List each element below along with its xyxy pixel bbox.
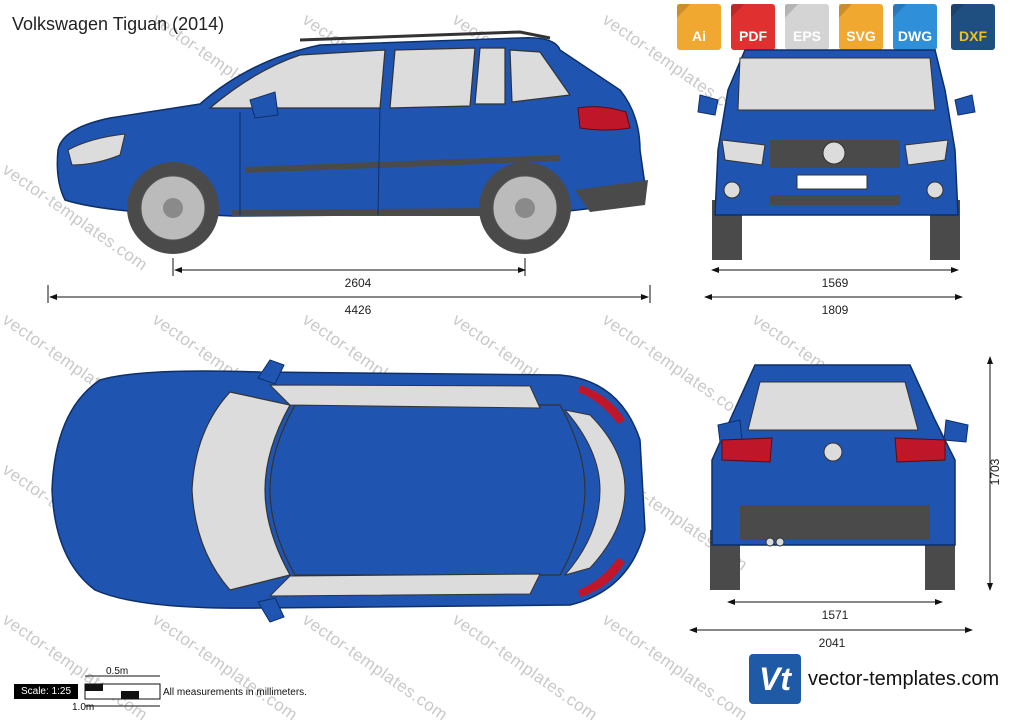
file-icon (839, 4, 883, 50)
file-icon (893, 4, 937, 50)
scale-half-meter: 0.5m (106, 666, 129, 677)
format-label: DXF (959, 28, 987, 44)
file-icon (785, 4, 829, 50)
top-view (51, 359, 646, 623)
measurement-note: All measurements in millimeters. (163, 687, 307, 698)
page-title: Volkswagen Tiguan (2014) (12, 14, 225, 34)
format-label: PDF (739, 28, 767, 44)
scale-label: Scale: 1:25 (14, 684, 78, 699)
format-label: EPS (792, 28, 821, 44)
scale-bar (84, 675, 161, 707)
site-logo-text[interactable]: vector-templates.com (808, 668, 1000, 690)
dimension-length: 4426 (344, 303, 372, 317)
dimension-width-mirrors: 2041 (818, 636, 846, 650)
format-label: DWG (897, 28, 933, 44)
format-dxf-badge[interactable]: DXF (951, 4, 995, 50)
format-dwg-badge[interactable]: DWG (893, 4, 937, 50)
format-svg-badge[interactable]: SVG (839, 4, 883, 50)
dimension-rear-track: 1571 (821, 608, 849, 622)
file-icon (677, 4, 721, 50)
format-pdf-badge[interactable]: PDF (731, 4, 775, 50)
dimension-width: 1809 (821, 303, 849, 317)
file-icon (951, 4, 995, 50)
dimension-wheelbase: 2604 (344, 276, 372, 290)
front-view (697, 49, 976, 260)
format-ai-badge[interactable]: Ai (677, 4, 721, 50)
side-view (56, 30, 648, 254)
file-icon (731, 4, 775, 50)
rear-view (710, 364, 969, 590)
format-label: SVG (846, 28, 876, 44)
site-logo-icon[interactable]: Vt (749, 654, 801, 704)
dimension-front-track: 1569 (821, 276, 849, 290)
dimension-height: 1703 (988, 458, 1002, 486)
scale-one-meter: 1.0m (72, 702, 95, 713)
format-eps-badge[interactable]: EPS (785, 4, 829, 50)
format-label: Ai (692, 28, 706, 44)
